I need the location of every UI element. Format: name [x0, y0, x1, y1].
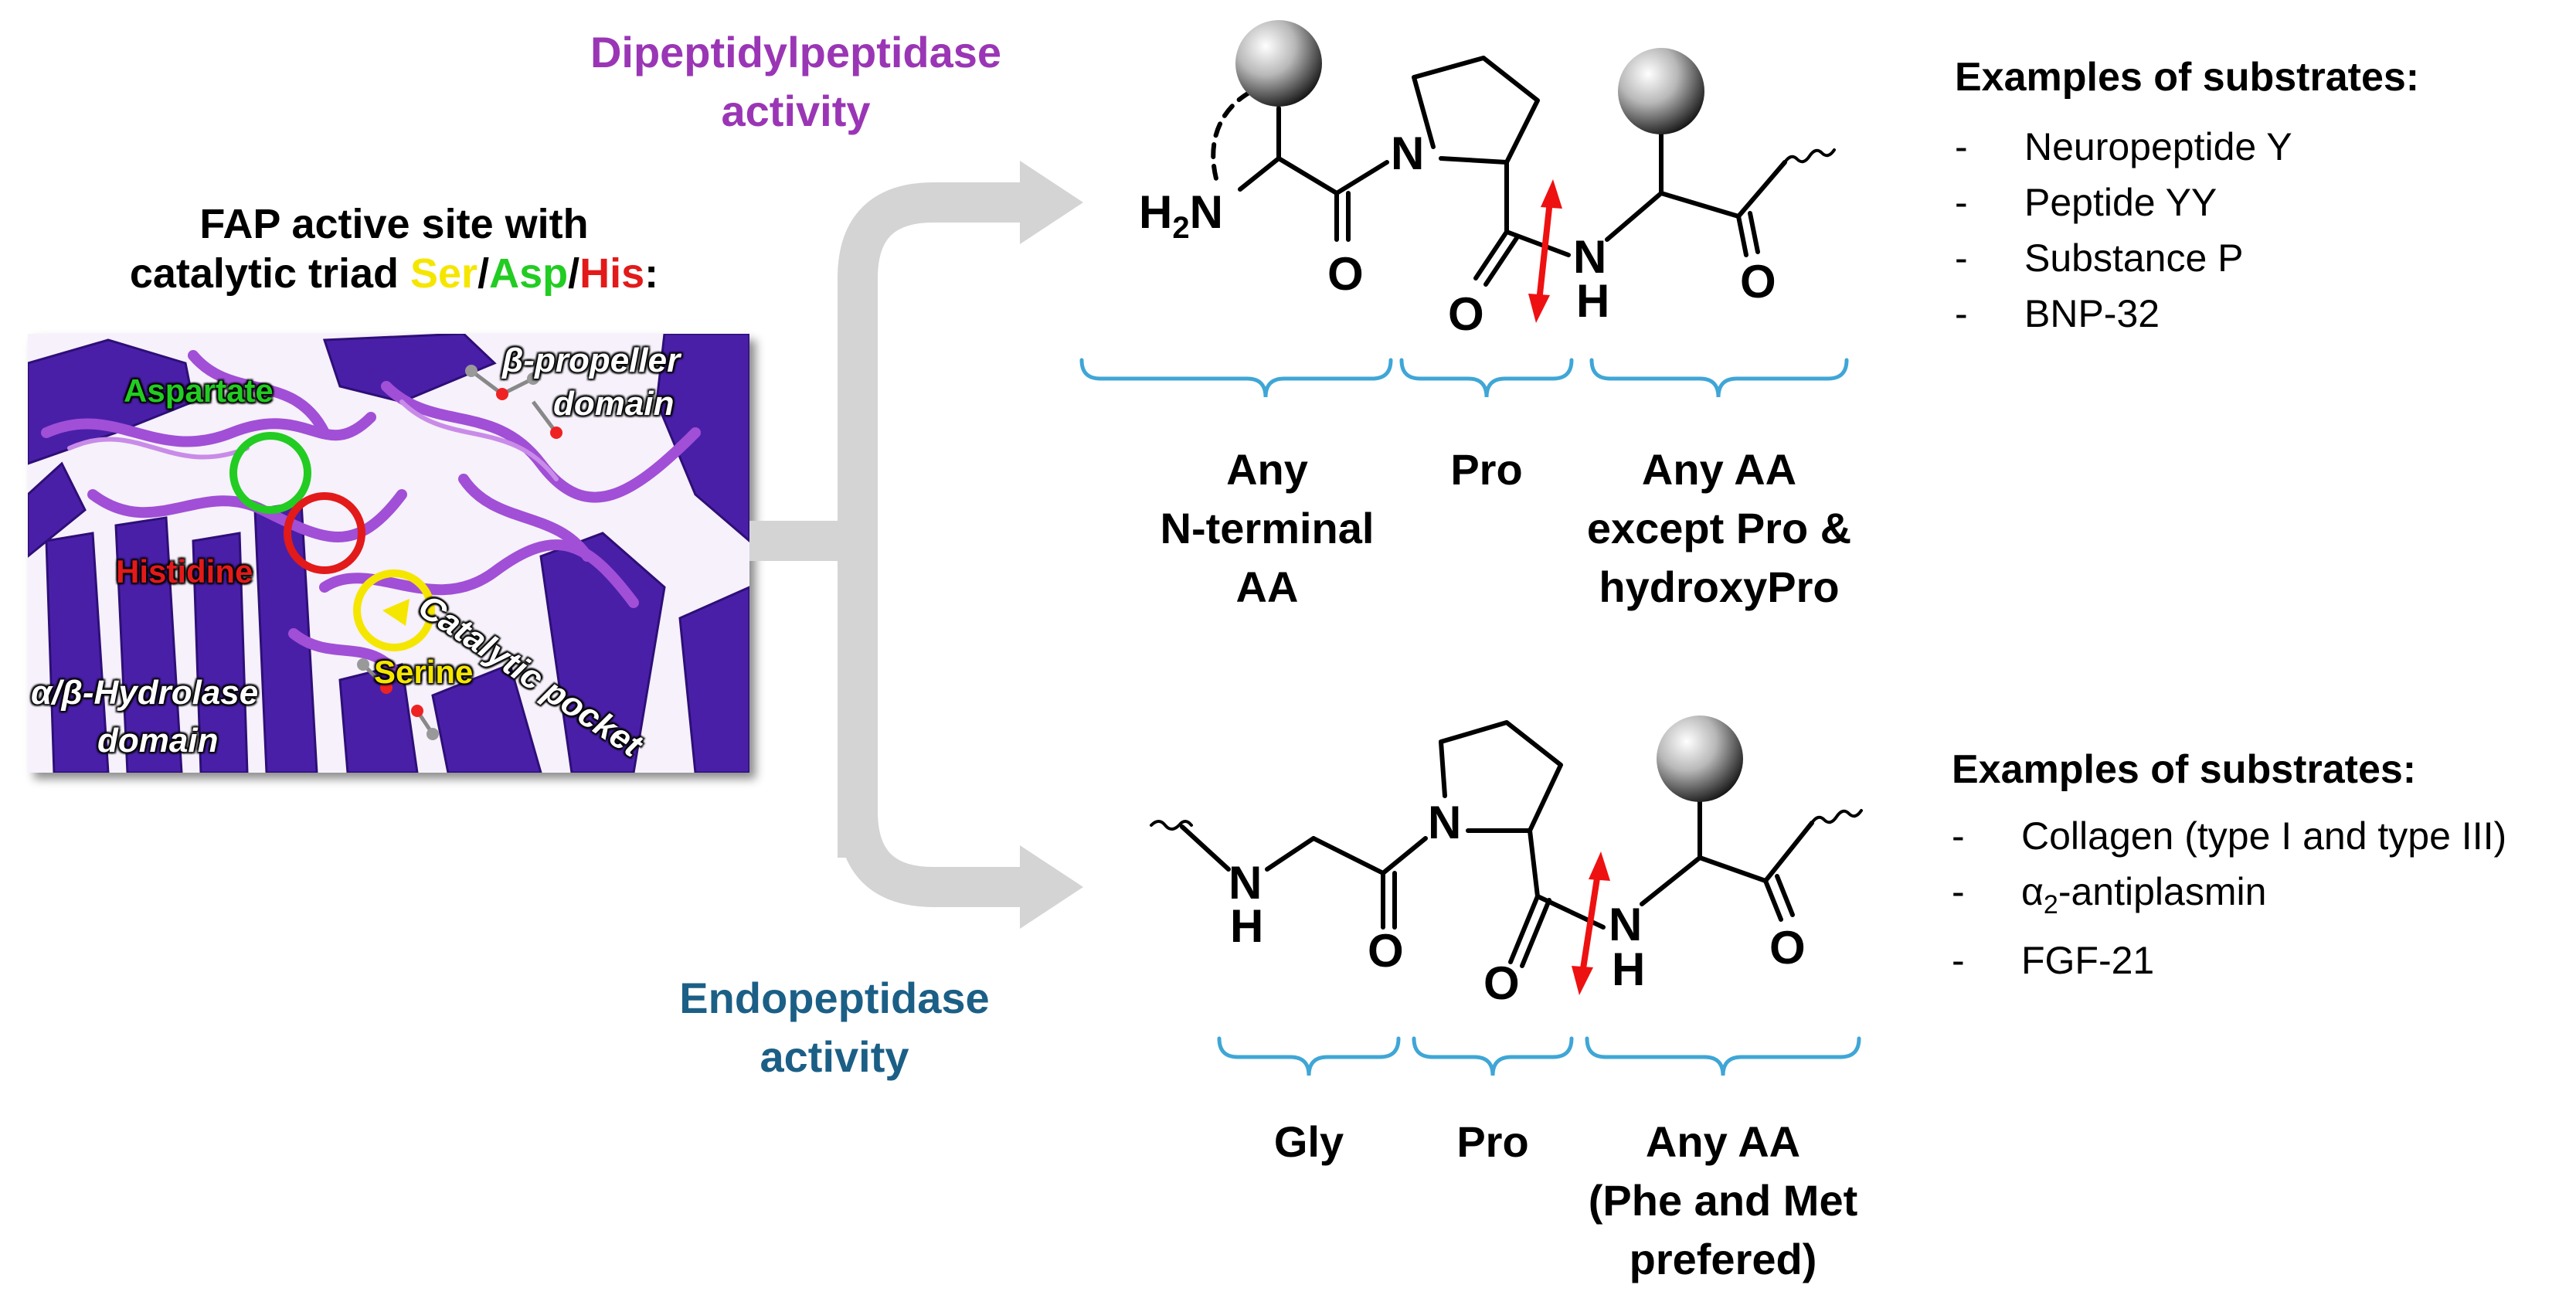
residue-label-gly: Gly: [1273, 1117, 1344, 1166]
amide-h-label: H: [1576, 275, 1610, 327]
endo-amide-n-label-2: N: [1609, 899, 1643, 950]
p1-prime-sidechain-ball-endo: [1657, 715, 1743, 802]
cleavage-arrow-top: [1528, 179, 1562, 323]
dipeptidyl-examples: Examples of substrates: -Neuropeptide Y …: [1955, 54, 2419, 342]
triad-segment: /: [477, 250, 490, 297]
protein-structure-image: [28, 334, 749, 773]
list-item: -BNP-32: [1955, 292, 2160, 335]
active-site-title: FAP active site with catalytic triad Ser…: [46, 199, 742, 298]
n-terminal-sidechain-ball: [1235, 20, 1322, 107]
carbonyl-o-label-2: O: [1448, 288, 1484, 340]
endo-proline-n-label: N: [1428, 797, 1462, 848]
p1-prime-sidechain-ball: [1618, 48, 1704, 134]
carbonyl-o-label-3: O: [1740, 256, 1776, 308]
histidine-marker: [284, 492, 365, 574]
dipeptidyl-examples-list: -Neuropeptide Y -Peptide YY -Substance P…: [1955, 119, 2419, 342]
dipeptide-structure: [1211, 56, 1836, 287]
serine-label: Serine: [374, 654, 474, 690]
list-item: -Neuropeptide Y: [1955, 125, 2292, 168]
endopeptide-structure: [1150, 720, 1863, 968]
residue-label-pro-bottom: Pro: [1456, 1117, 1529, 1166]
endo-amide-h-label-2: H: [1612, 943, 1646, 995]
endo-carbonyl-o-label-1: O: [1368, 925, 1404, 977]
list-item: -Peptide YY: [1955, 181, 2217, 224]
endo-carbonyl-o-label-2: O: [1483, 957, 1520, 1009]
endo-carbonyl-o-label-3: O: [1769, 922, 1806, 974]
dipeptidyl-examples-title: Examples of substrates:: [1955, 55, 2420, 100]
branch-arrow: [749, 182, 1020, 907]
hydrolase-label-2: domain: [97, 722, 219, 760]
list-item: -FGF-21: [1952, 939, 2155, 982]
arrowhead-down: [1020, 845, 1083, 929]
list-item: -Substance P: [1955, 236, 2244, 280]
beta-propeller-label-1: β-propeller: [502, 342, 681, 379]
aspartate-marker: [229, 432, 311, 514]
carbonyl-o-label-1: O: [1327, 248, 1364, 300]
triad-segment: /: [568, 250, 580, 297]
triad-segment: Asp: [489, 250, 569, 297]
serine-marker: [353, 569, 435, 651]
aspartate-label: Aspartate: [124, 372, 274, 409]
beta-propeller-label-2: domain: [553, 385, 675, 423]
cleavage-arrow-bottom: [1572, 851, 1610, 995]
endo-activity-title: Endopeptidase activity: [679, 974, 990, 1081]
endo-examples-title: Examples of substrates:: [1952, 747, 2417, 792]
catalytic-triad-label: Ser/Asp/His:: [410, 250, 658, 297]
endo-examples: Examples of substrates: -Collagen (type …: [1952, 746, 2506, 988]
dipeptidyl-activity-title: Dipeptidylpeptidase activity: [590, 28, 1002, 135]
residue-braces: [1079, 358, 1861, 1076]
histidine-label: Histidine: [116, 553, 253, 590]
active-site-title-line2: catalytic triad Ser/Asp/His:: [129, 250, 659, 297]
hydrolase-label-1: α/β-Hydrolase: [31, 674, 259, 712]
triad-segment: His: [579, 250, 645, 297]
arrowhead-up: [1020, 161, 1083, 244]
amide-n-label: N: [1573, 231, 1607, 283]
endo-amide-n-label-1: N: [1229, 857, 1263, 909]
endo-examples-list: -Collagen (type I and type III) -α2-anti…: [1952, 808, 2506, 988]
triad-segment: :: [644, 250, 659, 297]
proline-n-label: N: [1391, 127, 1425, 179]
list-item: -α2-antiplasmin: [1952, 870, 2267, 919]
active-site-title-line1: FAP active site with: [199, 201, 589, 247]
triad-segment: Ser: [410, 250, 478, 297]
residue-label-pro-top: Pro: [1450, 445, 1523, 494]
h2n-label: H2N: [1139, 186, 1223, 245]
list-item: -Collagen (type I and type III): [1952, 814, 2507, 858]
endo-amide-h-label-1: H: [1230, 900, 1264, 952]
